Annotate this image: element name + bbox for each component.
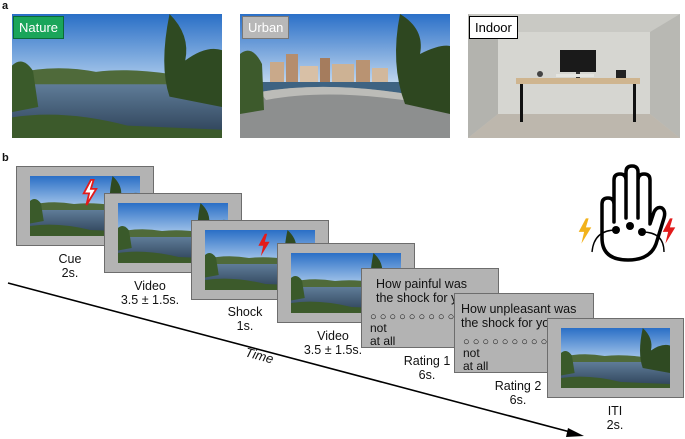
rating1-duration: 6s.	[418, 367, 436, 382]
iti-frame	[547, 318, 684, 398]
iti-name: ITI	[607, 404, 623, 418]
video2-duration: 3.5 ± 1.5s.	[303, 342, 363, 357]
indoor-scene-image	[468, 14, 680, 138]
rating2-name: Rating 2	[494, 379, 542, 393]
rating2-anchor: not at all	[463, 346, 489, 373]
rating1-anchor: not at all	[370, 321, 396, 348]
shock-duration: 1s.	[236, 318, 254, 333]
video2-name: Video	[317, 329, 349, 343]
panel-letter-a: a	[2, 0, 9, 12]
shock-name: Shock	[227, 305, 263, 319]
rating2-question: How unpleasant was the shock for you?	[461, 302, 577, 330]
urban-label: Urban	[242, 16, 290, 39]
cue-duration: 2s.	[61, 265, 79, 280]
video1-name: Video	[134, 279, 166, 293]
cue-name: Cue	[58, 252, 82, 266]
lightning-red-icon	[258, 233, 270, 257]
rating2-duration: 6s.	[509, 392, 527, 407]
lightning-yellow-icon	[578, 218, 592, 244]
rating1-name: Rating 1	[403, 354, 451, 368]
video1-duration: 3.5 ± 1.5s.	[120, 292, 180, 307]
indoor-label: Indoor	[469, 16, 518, 39]
hand-electrodes-icon	[591, 164, 667, 262]
lightning-red-icon-right	[662, 218, 676, 244]
nature-label: Nature	[13, 16, 65, 39]
iti-duration: 2s.	[606, 417, 624, 432]
panel-letter-b: b	[2, 152, 9, 164]
lightning-outline-icon	[82, 179, 98, 206]
rating2-scale: ○ ○ ○ ○ ○ ○ ○ ○ ○	[463, 336, 548, 348]
rating1-scale: ○ ○ ○ ○ ○ ○ ○ ○ ○	[370, 311, 455, 323]
